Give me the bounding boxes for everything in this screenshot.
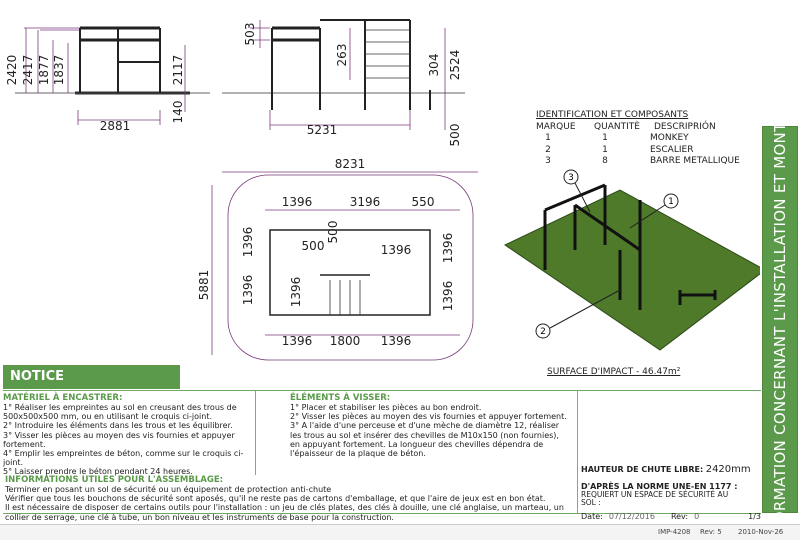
footer: IMP-4208 Rev: 5 2010-Nov-26 xyxy=(0,524,800,540)
dim-plan-inner-1: 500 xyxy=(302,239,325,253)
table-row: 2 1 ESCALIER xyxy=(536,145,740,157)
dim-503: 503 xyxy=(243,23,257,46)
dim-plan-inner-3: 1396 xyxy=(381,243,412,257)
dim-500: 500 xyxy=(448,124,462,147)
dim-5231: 5231 xyxy=(307,123,338,137)
cell: 1 xyxy=(602,144,608,155)
footer-code: IMP-4208 xyxy=(658,528,691,536)
dim-8231: 8231 xyxy=(335,157,366,171)
cell: ESCALIER xyxy=(650,144,694,155)
rev-value: 0 xyxy=(694,512,700,521)
rev-label: Rev: xyxy=(670,512,689,521)
footer-rev: Rev: 5 xyxy=(700,528,722,536)
notice-title: NOTICE D'ASSEMBLAGE xyxy=(3,365,180,408)
cell: 1 xyxy=(602,133,608,143)
side-title: INFORMATION CONCERNANT L'INSTALLATION ET… xyxy=(771,91,789,548)
cell: 1 xyxy=(545,133,551,143)
dim-1877: 1877 xyxy=(37,55,51,86)
dim-plan-right-2: 1396 xyxy=(441,281,455,312)
cell: 2 xyxy=(545,144,551,155)
dim-2420: 2420 xyxy=(5,55,19,86)
dim-plan-left-2: 1396 xyxy=(241,275,255,306)
table-row: 1 1 MONKEY xyxy=(536,133,740,145)
header-description: DESCRIPRIÓN xyxy=(654,121,716,132)
dim-plan-bottom-1: 1396 xyxy=(282,334,313,348)
technical-drawings: 3 1 2 2420 2417 1877 1837 2117 140 2881 … xyxy=(5,19,760,361)
hauteur-label: HAUTEUR DE CHUTE LIBRE: xyxy=(581,465,704,474)
callout-3: 3 xyxy=(568,173,574,183)
dim-plan-left-1: 1396 xyxy=(241,227,255,258)
side-title-band: INFORMATION CONCERNANT L'INSTALLATION ET… xyxy=(762,91,798,548)
materiel-section: MATÉRIEL À ENCASTRER: 1° Réaliser les em… xyxy=(3,393,255,477)
footer-date: 2010-Nov-26 xyxy=(738,528,784,536)
dim-5881: 5881 xyxy=(197,270,211,301)
surface-impact: SURFACE D'IMPACT - 46.47m² xyxy=(547,367,681,377)
dim-plan-bottom-2: 1800 xyxy=(330,334,361,348)
dim-plan-inner-2: 500 xyxy=(326,221,340,244)
dim-plan-top-2: 3196 xyxy=(350,195,381,209)
cell: 8 xyxy=(602,156,608,166)
norme-text: REQUIERT UN ESPACE DE SÉCURITÉ AU SOL : xyxy=(581,490,729,507)
callout-2: 2 xyxy=(540,327,546,337)
dim-2881: 2881 xyxy=(100,119,131,133)
dim-plan-top-1: 1396 xyxy=(282,195,313,209)
specs-section: HAUTEUR DE CHUTE LIBRE: 2420mm D'APRÈS L… xyxy=(581,464,761,521)
norme-label: D'APRÈS LA NORME UNE-EN 1177 : xyxy=(581,482,738,491)
callout-circles xyxy=(535,169,679,339)
identification-title: IDENTIFICATION ET COMPOSANTS xyxy=(536,110,689,120)
infos-text: Terminer en posant un sol de sécurité ou… xyxy=(5,485,564,522)
dim-304: 304 xyxy=(427,54,441,77)
instructions-panel: MATÉRIEL À ENCASTRER: 1° Réaliser les em… xyxy=(3,390,761,522)
dim-2417: 2417 xyxy=(21,55,35,86)
cell: BARRE METALLIQUE xyxy=(650,156,740,166)
meta-row: Date: 07/12/2016 Rev: 0 1/3 xyxy=(581,512,761,521)
materiel-title: MATÉRIEL À ENCASTRER: xyxy=(3,393,123,403)
dim-2117: 2117 xyxy=(171,55,185,86)
dim-plan-bottom-3: 1396 xyxy=(381,334,412,348)
elements-text: 1° Placer et stabiliser les pièces au bo… xyxy=(290,403,567,459)
dim-plan-top-3: 550 xyxy=(412,195,435,209)
cell: 3 xyxy=(545,156,551,166)
header-marque: MARQUE xyxy=(536,121,576,132)
table-row: 3 8 BARRE METALLIQUE xyxy=(536,156,740,168)
identification-table: IDENTIFICATION ET COMPOSANTS MARQUE QUANT… xyxy=(536,110,740,168)
hauteur-value: 2420mm xyxy=(705,464,751,475)
materiel-text: 1° Réaliser les empreintes au sol en cre… xyxy=(3,403,244,477)
date-value: 07/12/2016 xyxy=(608,512,655,521)
divider xyxy=(577,391,578,513)
infos-section: INFORMATIONS UTILES POUR L'ASSEMBLAGE: T… xyxy=(5,475,575,522)
dim-263: 263 xyxy=(335,44,349,67)
identification-header: MARQUE QUANTITÈ DESCRIPRIÓN xyxy=(536,122,740,134)
elements-title: ÉLÉMENTS À VISSER: xyxy=(290,393,391,403)
dim-140: 140 xyxy=(171,101,185,124)
dim-2524: 2524 xyxy=(448,50,462,81)
cell: MONKEY xyxy=(650,133,689,143)
page-number: 1/3 xyxy=(748,512,761,521)
elements-section: ÉLÉMENTS À VISSER: 1° Placer et stabilis… xyxy=(290,393,580,458)
dim-plan-left-3: 1396 xyxy=(289,277,303,308)
dim-1837: 1837 xyxy=(52,55,66,86)
header-quantite: QUANTITÈ xyxy=(594,121,640,132)
dim-plan-right-1: 1396 xyxy=(441,233,455,264)
callout-1: 1 xyxy=(668,197,674,207)
date-label: Date: xyxy=(581,512,603,521)
infos-title: INFORMATIONS UTILES POUR L'ASSEMBLAGE: xyxy=(5,475,224,485)
divider xyxy=(255,391,256,475)
